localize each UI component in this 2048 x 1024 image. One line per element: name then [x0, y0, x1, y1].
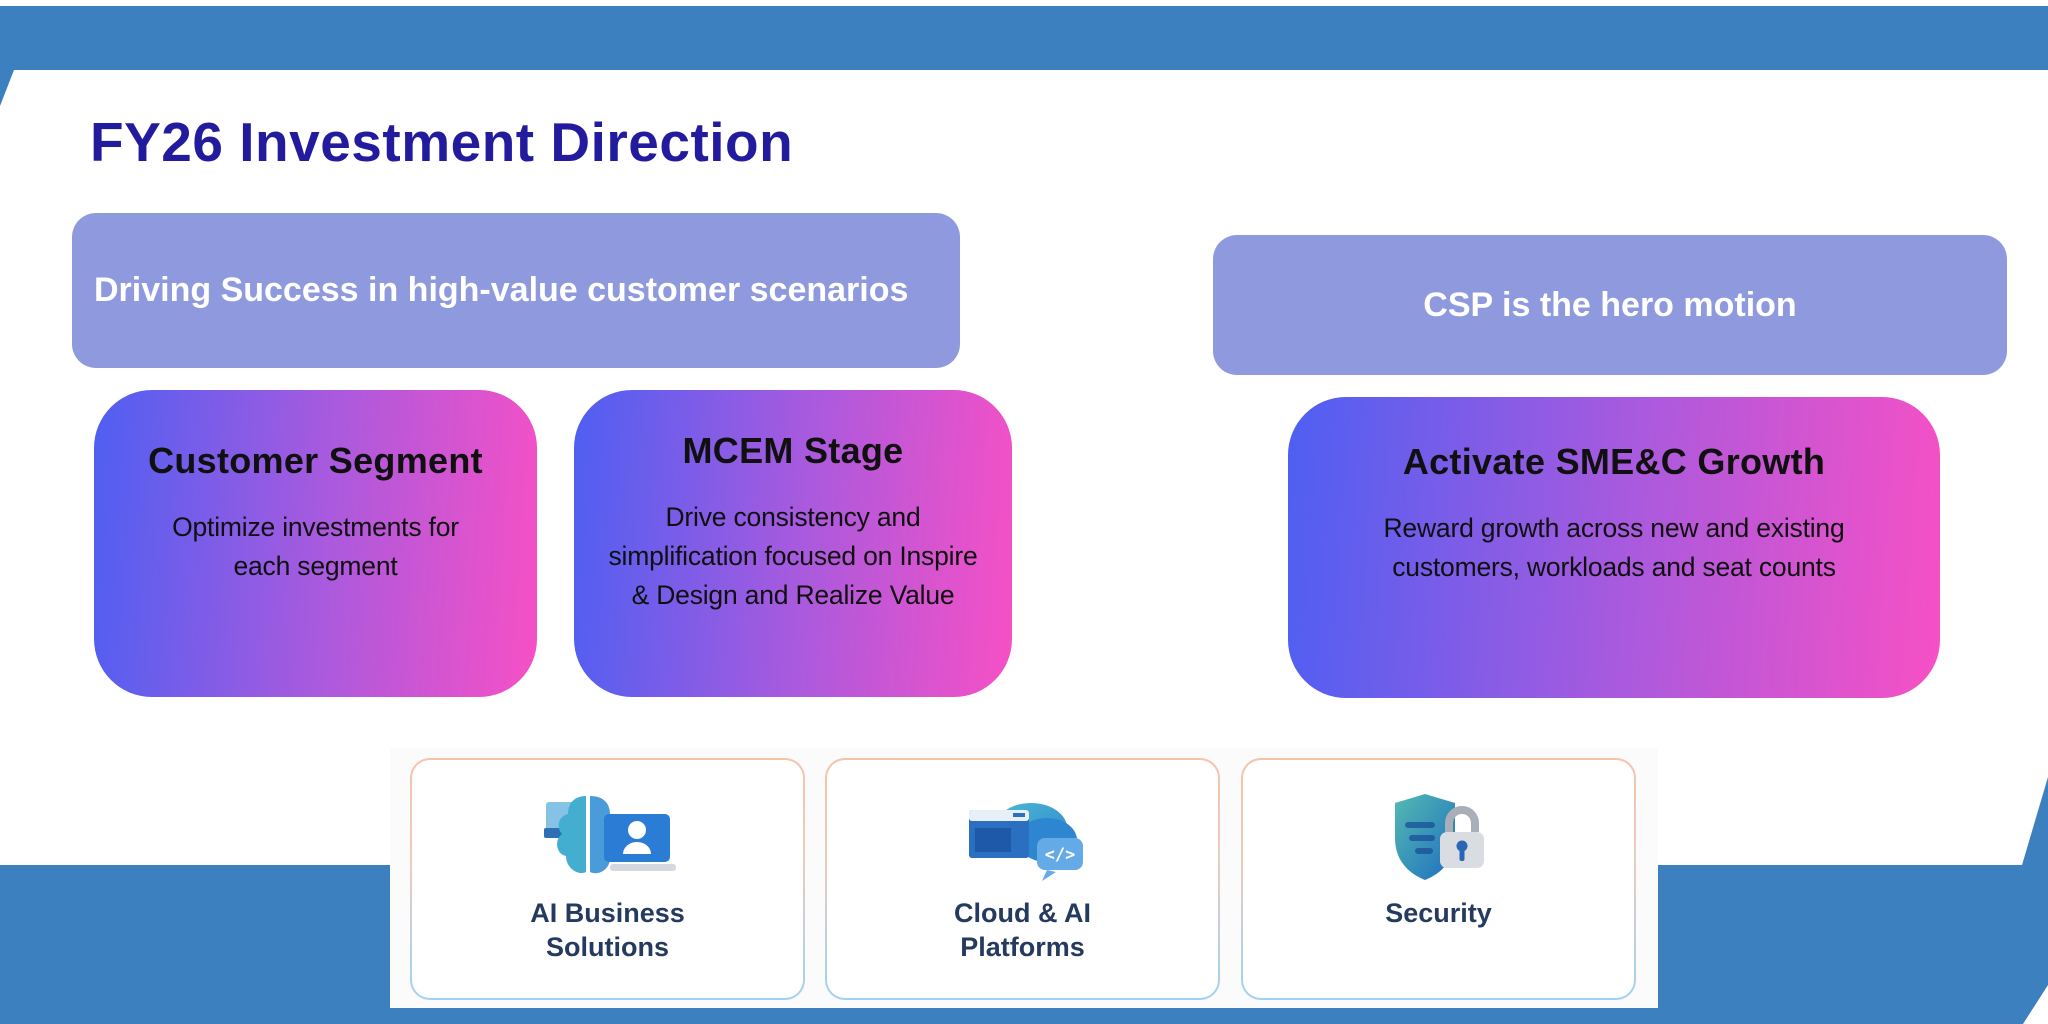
banner-driving-success: Driving Success in high-value customer s… [72, 213, 960, 368]
body-line: Drive consistency and [665, 502, 921, 532]
page-title: FY26 Investment Direction [90, 111, 794, 173]
label-line: AI Business [530, 898, 685, 928]
body-line: each segment [233, 551, 398, 581]
body-line: Reward growth across new and existing [1383, 513, 1845, 543]
card-customer-segment-heading: Customer Segment [148, 440, 483, 481]
card-customer-segment: Customer Segment Optimize investments fo… [94, 390, 537, 697]
top-blue-bar [0, 6, 2048, 106]
banner-csp-hero-label: CSP is the hero motion [1423, 285, 1797, 324]
card-activate-smec-growth: Activate SME&C Growth Reward growth acro… [1288, 397, 1940, 698]
label-line: Platforms [960, 932, 1085, 962]
label-line: Security [1385, 898, 1492, 928]
card-mcem-stage-heading: MCEM Stage [682, 430, 904, 471]
card-activate-smec-growth-body: Reward growth across new and existing cu… [1288, 509, 1940, 587]
card-activate-smec-growth-heading: Activate SME&C Growth [1402, 441, 1826, 482]
tile-label: Cloud & AI Platforms [827, 896, 1218, 964]
label-line: Cloud & AI [954, 898, 1091, 928]
body-line: & Design and Realize Value [631, 580, 955, 610]
banner-driving-success-label: Driving Success in high-value customer s… [94, 271, 909, 309]
body-line: customers, workloads and seat counts [1392, 552, 1836, 582]
tile-label: Security [1243, 896, 1634, 930]
cloud-code-bubble-icon: </> [968, 803, 1083, 881]
tile-cloud-ai-platforms: </> Cloud & AI Platforms [825, 758, 1220, 1000]
card-customer-segment-body: Optimize investments for each segment [94, 508, 537, 586]
tile-label: AI Business Solutions [412, 896, 803, 964]
tile-ai-business-solutions: AI Business Solutions [410, 758, 805, 1000]
ai-brain-badge-icon [543, 796, 676, 874]
tile-security: Security [1241, 758, 1636, 1000]
body-line: simplification focused on Inspire [608, 541, 978, 571]
card-mcem-stage: MCEM Stage Drive consistency and simplif… [574, 390, 1012, 697]
card-mcem-stage-body: Drive consistency and simplification foc… [574, 498, 1012, 615]
svg-text:</>: </> [1044, 845, 1075, 865]
banner-csp-hero: CSP is the hero motion [1213, 235, 2007, 375]
label-line: Solutions [546, 932, 669, 962]
body-line: Optimize investments for [172, 512, 459, 542]
shield-lock-icon [1394, 794, 1484, 880]
